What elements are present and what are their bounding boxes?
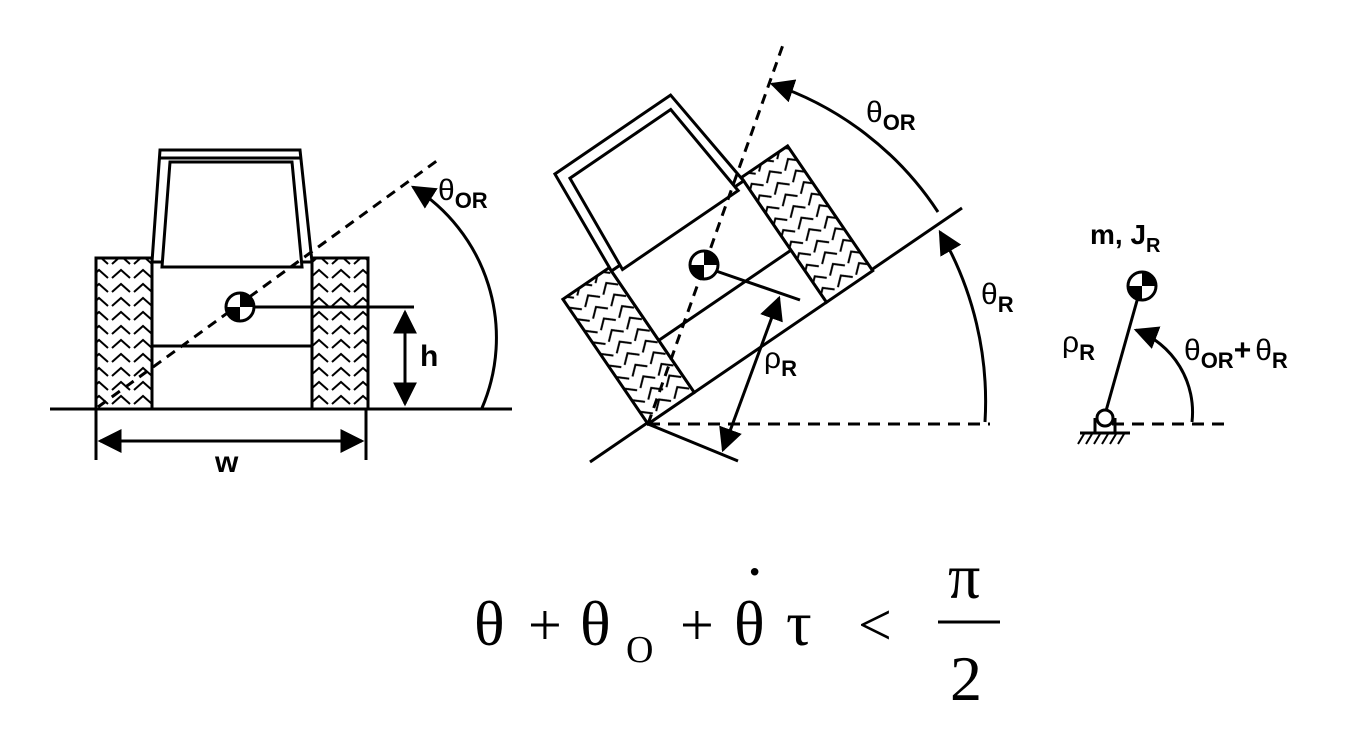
- combined-angle-arc: [1133, 326, 1195, 423]
- stability-equation: θ + θ O + θ · τ < π 2: [474, 536, 1000, 714]
- rho-r-leader-bottom: [647, 422, 739, 463]
- tilted-theta-or-label: θOR: [866, 96, 916, 135]
- eq-theta: θ: [474, 588, 505, 659]
- mass-inertia-label: m, JR: [1090, 219, 1161, 257]
- left-wheel: [94, 256, 154, 411]
- eq-denominator-two: 2: [950, 643, 982, 714]
- tilted-theta-or-arc: [769, 79, 940, 213]
- eq-plus-1: +: [528, 592, 562, 658]
- tilt-axis-dashed: [97, 158, 439, 409]
- pivot-icon: [1077, 408, 1130, 445]
- front-view: h w θOR: [50, 148, 512, 479]
- eq-less-than: <: [858, 592, 892, 658]
- eq-tau: τ: [786, 588, 812, 659]
- pendulum-model: m, JR ρR θOR+θR: [1062, 219, 1288, 445]
- tilted-view: ρR θR θOR: [552, 41, 1014, 464]
- eq-theta-dot: θ: [734, 588, 765, 659]
- theta-r-arc: [938, 229, 988, 423]
- w-label: w: [214, 446, 239, 479]
- pendulum-rho-r-label: ρR: [1062, 326, 1095, 365]
- tilted-cab-window: [567, 107, 741, 272]
- tilted-center-of-gravity-icon: [688, 249, 720, 281]
- eq-theta-o: θ: [580, 588, 611, 659]
- h-label: h: [420, 340, 438, 373]
- theta-or-label: θOR: [438, 174, 488, 213]
- tractor-body: [150, 260, 314, 411]
- theta-r-label: θR: [981, 278, 1014, 317]
- rho-r-dimension-arrow: [719, 295, 783, 453]
- tilted-body-divider: [657, 248, 792, 342]
- pendulum-link: [1102, 289, 1142, 419]
- center-of-gravity-icon: [224, 291, 256, 323]
- rho-r-leader-top: [715, 269, 801, 302]
- cab-window: [160, 160, 304, 269]
- theta-or-arc: [410, 185, 498, 409]
- right-wheel: [310, 256, 370, 411]
- tilted-rho-r-label: ρR: [764, 342, 797, 381]
- combined-angle-label: θOR+θR: [1184, 334, 1288, 373]
- eq-numerator-pi: π: [948, 541, 980, 612]
- pendulum-mass-icon: [1126, 270, 1158, 302]
- eq-plus-2: +: [680, 592, 714, 658]
- eq-dot-accent: ·: [744, 536, 765, 607]
- eq-theta-o-subscript: O: [626, 629, 653, 671]
